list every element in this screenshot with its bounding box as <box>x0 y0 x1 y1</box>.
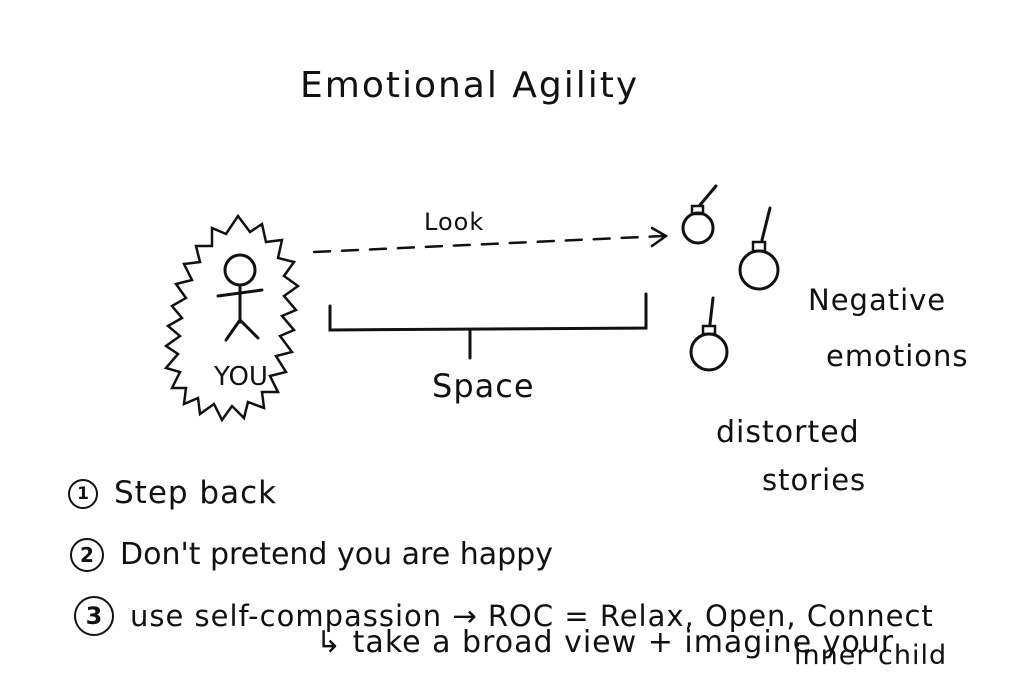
space-label: Space <box>432 367 535 405</box>
bomb-icon <box>689 296 729 372</box>
bomb-icon <box>681 184 718 245</box>
you-label: YOU <box>214 362 268 392</box>
stick-figure-icon <box>216 253 264 342</box>
step-number-circle: 2 <box>70 538 104 572</box>
look-label: Look <box>424 208 485 236</box>
step-text: use self-compassion → ROC = Relax, Open,… <box>130 598 934 633</box>
step-text: Don't pretend you are happy <box>120 537 553 572</box>
sub-note-line1: ↳ take a broad view + imagine your <box>316 625 895 660</box>
spiky-aura <box>163 213 301 423</box>
space-bracket <box>328 292 648 360</box>
page-title: Emotional Agility <box>300 65 640 106</box>
step-item: 2 Don't pretend you are happy <box>70 538 553 572</box>
sub-note-line2: inner child <box>794 640 948 671</box>
look-arrow <box>312 226 669 254</box>
step-item: 1 Step back <box>68 478 277 509</box>
step-text: Step back <box>114 475 278 511</box>
step-number-circle: 1 <box>68 478 98 509</box>
step-item: 3 use self-compassion → ROC = Relax, Ope… <box>74 596 934 636</box>
bomb-icon <box>738 206 780 291</box>
distorted-stories-label-line2: stories <box>762 463 867 497</box>
negative-emotions-label-line2: emotions <box>826 339 969 373</box>
negative-emotions-label-line1: Negative <box>808 283 947 317</box>
distorted-stories-label-line1: distorted <box>716 415 860 450</box>
step-number-circle: 3 <box>74 596 114 636</box>
